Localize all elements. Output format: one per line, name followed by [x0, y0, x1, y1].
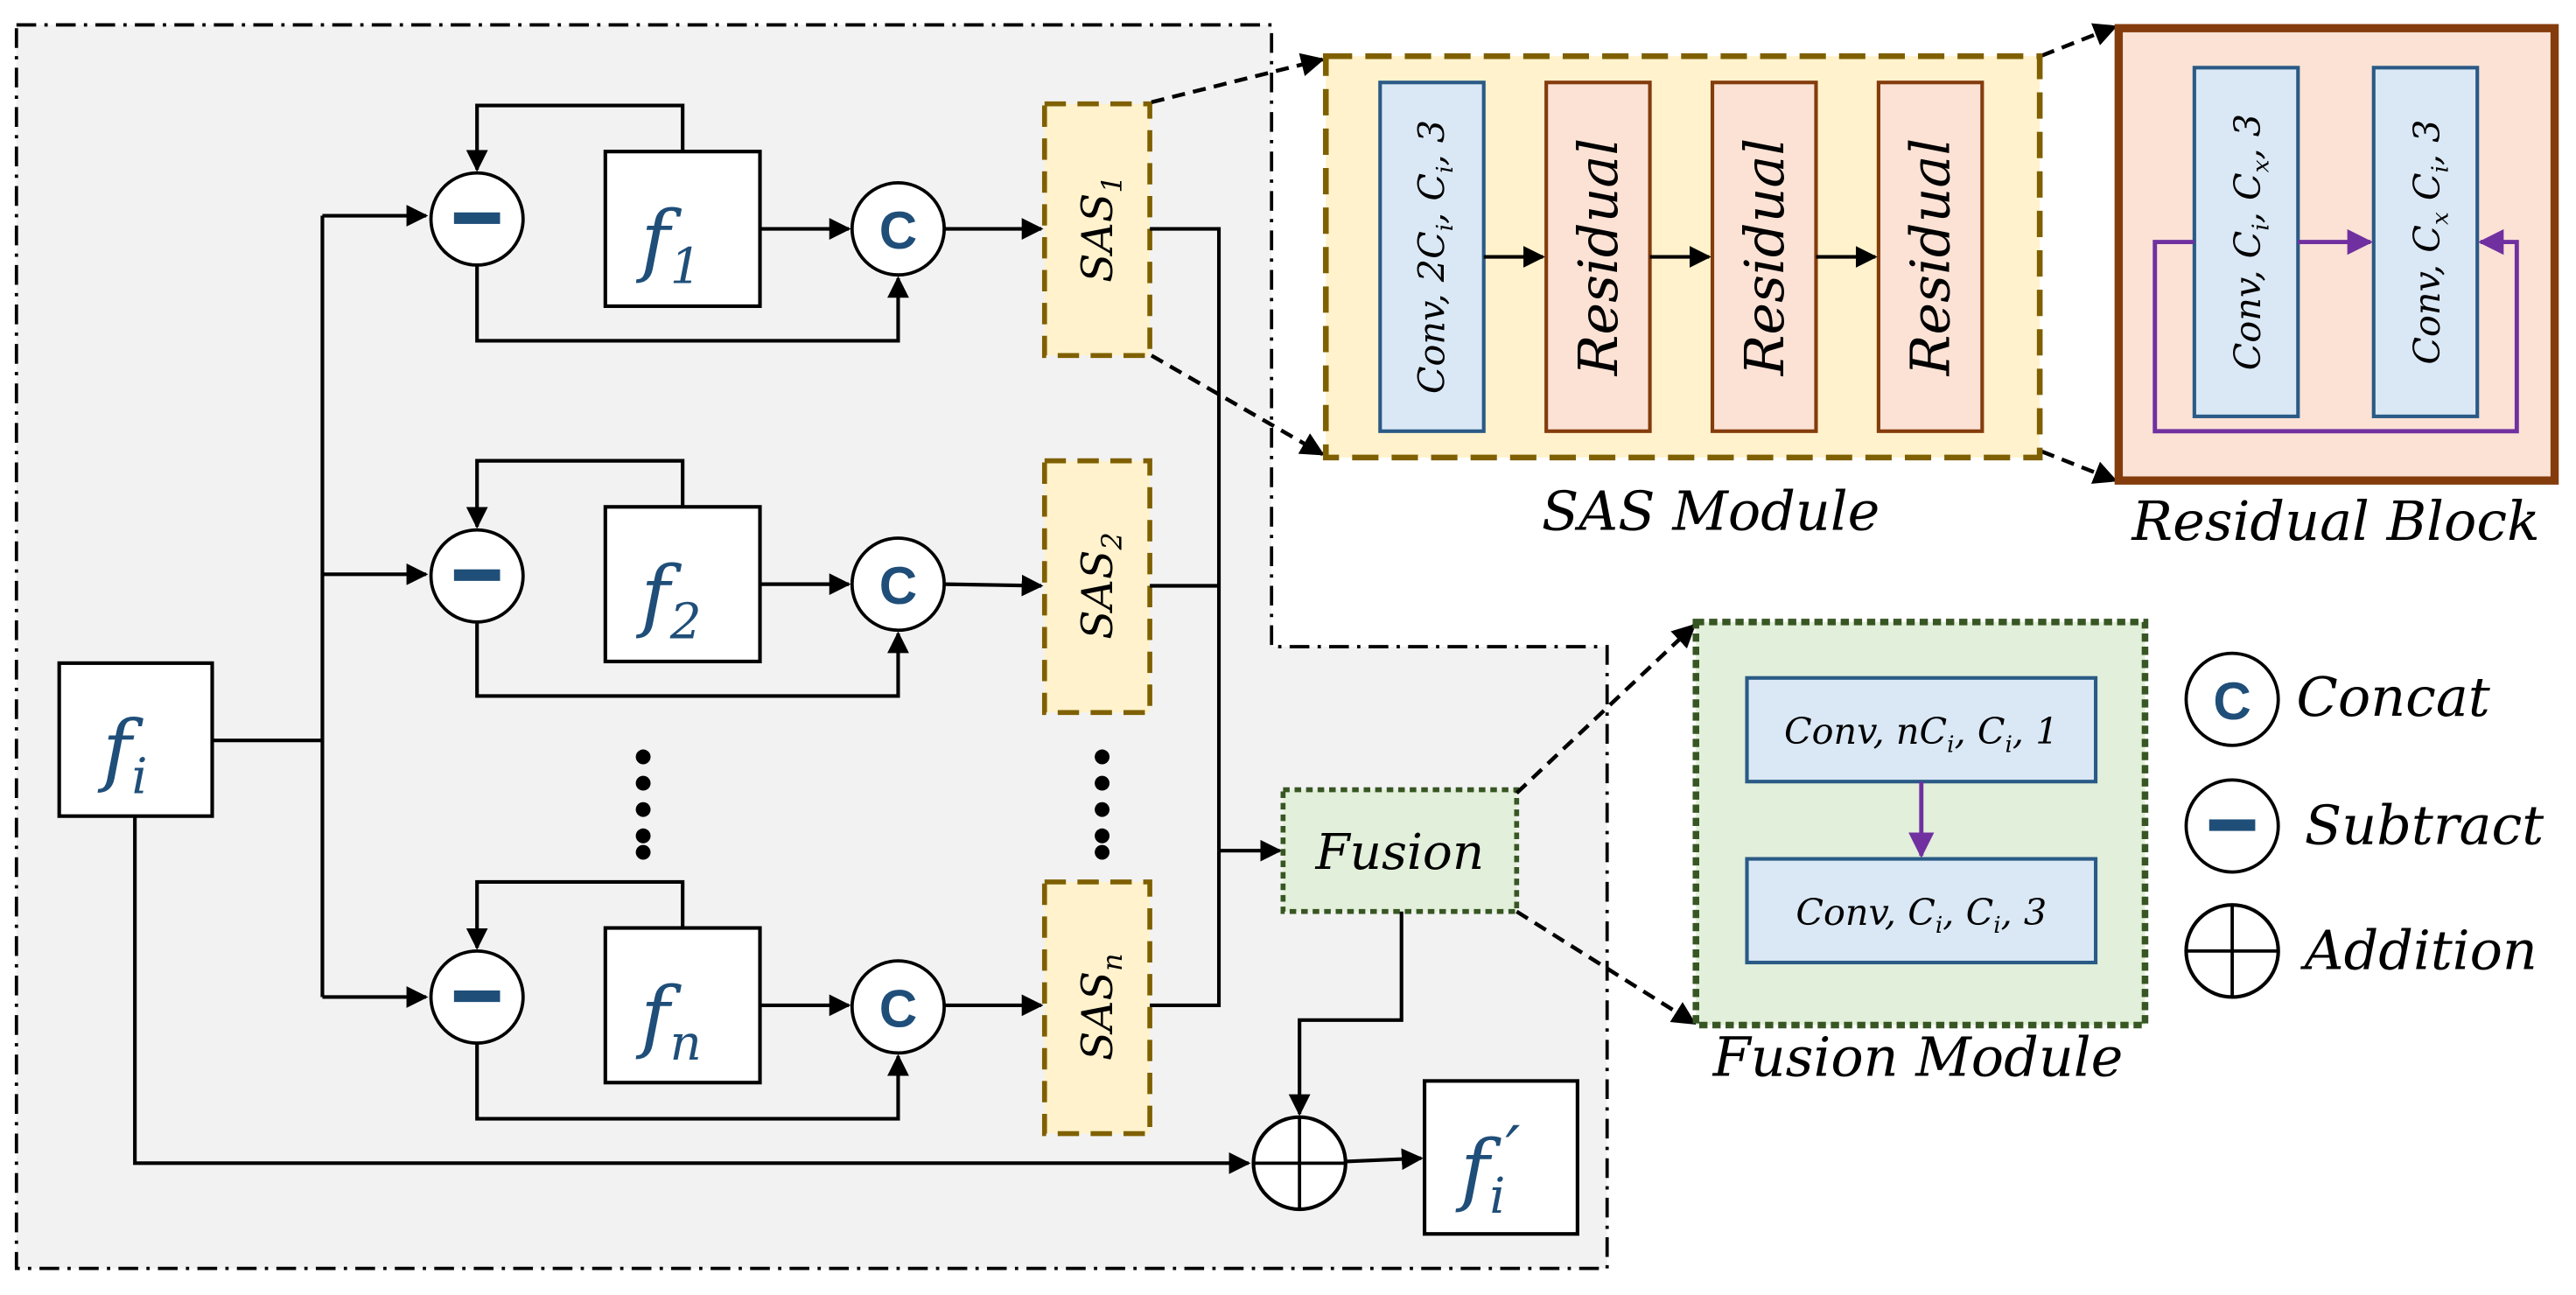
sas-module-caption: SAS Module: [1542, 480, 1880, 543]
sas-box-1: [1041, 101, 1152, 359]
f-box-2: [603, 505, 762, 664]
sas-conv-box: [1378, 80, 1486, 433]
legend-item-subtract: Subtract: [2184, 778, 2544, 874]
svg-text:C: C: [2213, 672, 2250, 731]
residual-label-3: Residual: [1899, 138, 1963, 377]
legend-label-concat: Concat: [2296, 665, 2490, 729]
fusion-module: Conv, nCi, Ci, 1 Conv, Ci, Ci, 3 Fusion …: [1692, 619, 2149, 1089]
fusion-label: Fusion: [1315, 824, 1485, 881]
residual-label-1: Residual: [1566, 138, 1630, 377]
branch-n: fn C SASn: [429, 850, 1222, 1137]
residual-block-caption: Residual Block: [2131, 489, 2539, 553]
addition-node: [1251, 1115, 1424, 1212]
sas-module: Conv, 2Ci, Ci, 3 Residual Residual Resid…: [1322, 52, 2043, 543]
legend-item-addition: Addition: [2184, 903, 2538, 999]
sas-label-n: SASn: [1073, 953, 1129, 1060]
fm-conv1-box: [1745, 676, 2098, 784]
fusion-node: Fusion: [1219, 787, 1520, 1116]
sas-label-2: SAS2: [1073, 532, 1129, 640]
fm-conv2-box: [1745, 857, 2098, 965]
concat-icon: [2184, 651, 2280, 747]
f-label-n: fn: [635, 970, 702, 1072]
rb-conv1-label: Conv, Ci, Cx, 3: [2227, 114, 2274, 370]
rb-conv2-box: [2371, 66, 2480, 418]
svg-text:C: C: [879, 201, 917, 260]
fm-conv2-label: Conv, Ci, Ci, 3: [1796, 892, 2047, 939]
sas-label-1: SAS1: [1073, 175, 1129, 283]
sas-box-n: [1041, 879, 1152, 1137]
residual-label-2: Residual: [1732, 138, 1796, 377]
input-connectors: [133, 205, 1251, 1174]
sas-box-2: [1041, 458, 1152, 716]
legend: C Concat Subtract Addition: [2184, 651, 2544, 999]
legend-label-addition: Addition: [2300, 919, 2538, 983]
legend-label-subtract: Subtract: [2305, 794, 2544, 858]
fm-conv1-label: Conv, nCi, Ci, 1: [1784, 710, 2059, 758]
svg-text:C: C: [879, 556, 917, 615]
residual-block: Conv, Ci, Cx, 3 Conv, Cx Ci, 3 Residual …: [2114, 24, 2559, 553]
output-box: [1422, 1079, 1579, 1236]
svg-text:C: C: [879, 979, 917, 1038]
branch-1: f1 C SAS1: [429, 101, 1222, 851]
residual-box-3: [1876, 80, 1984, 433]
branch-2: f2 C SAS2: [429, 458, 1220, 716]
residual-box-2: [1710, 80, 1818, 433]
main-panel: [14, 23, 1609, 1270]
rb-conv2-label: Conv, Cx Ci, 3: [2406, 120, 2454, 365]
ellipsis-dots: [635, 749, 1110, 860]
sas-conv-label: Conv, 2Ci, Ci, 3: [1411, 120, 1459, 394]
fusion-module-caption: Fusion Module: [1712, 1026, 2124, 1089]
legend-item-concat: C Concat: [2184, 651, 2491, 747]
